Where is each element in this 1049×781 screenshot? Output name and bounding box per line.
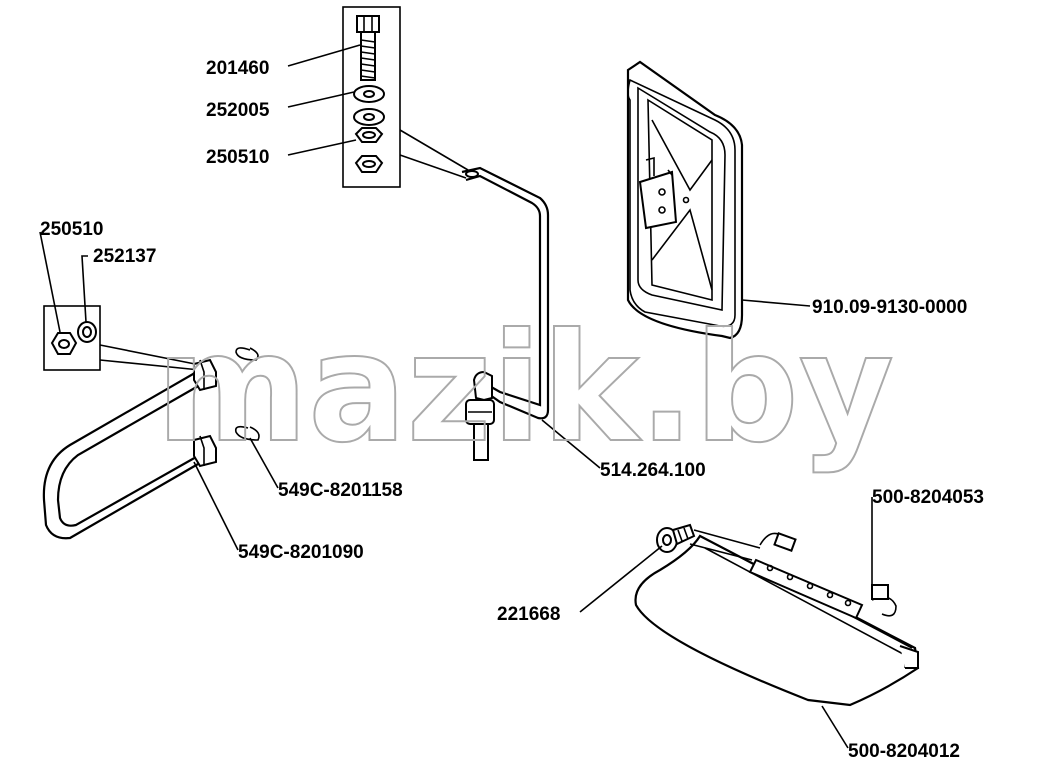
label-201460: 201460 <box>206 58 269 79</box>
label-549c-8201158: 549C-8201158 <box>278 480 403 501</box>
arm-549c-8201090 <box>42 358 217 540</box>
label-221668: 221668 <box>497 604 560 625</box>
left-hardware-frame <box>43 305 101 371</box>
bracket-514 <box>461 166 550 461</box>
mirror-mount-plate <box>638 170 678 230</box>
top-hardware-frame <box>342 6 401 188</box>
label-252137: 252137 <box>93 246 156 267</box>
arm-bracket-lower <box>193 434 217 468</box>
nut-250510-top <box>354 127 384 173</box>
label-514-264-100: 514.264.100 <box>600 460 706 481</box>
watermark: mazik.by <box>156 302 894 476</box>
label-549c-8201090: 549C-8201090 <box>238 542 364 563</box>
mirror-910 <box>626 60 744 340</box>
label-500-8204053: 500-8204053 <box>872 487 984 508</box>
label-252005: 252005 <box>206 100 270 121</box>
top-hardware-group <box>342 6 469 188</box>
visor-hinge-strip <box>748 558 864 620</box>
screw-221668 <box>656 523 761 561</box>
visor-wire-connector <box>773 532 797 552</box>
label-250510-left: 250510 <box>40 219 103 240</box>
label-500-8204012: 500-8204012 <box>848 741 960 762</box>
label-910-09-9130-0000: 910.09-9130-0000 <box>812 297 967 318</box>
label-250510-top: 250510 <box>206 147 269 168</box>
visor-500-8204012 <box>634 523 920 707</box>
part-labels: 201460 252005 250510 250510 252137 910.0… <box>40 58 984 762</box>
clips-549c-8201158 <box>234 347 260 441</box>
leader-lines <box>39 44 873 749</box>
arm-bracket-upper <box>193 358 217 392</box>
left-hardware-group <box>43 305 201 371</box>
connector-500-8204053 <box>871 584 889 600</box>
bolt-201460 <box>356 15 380 81</box>
